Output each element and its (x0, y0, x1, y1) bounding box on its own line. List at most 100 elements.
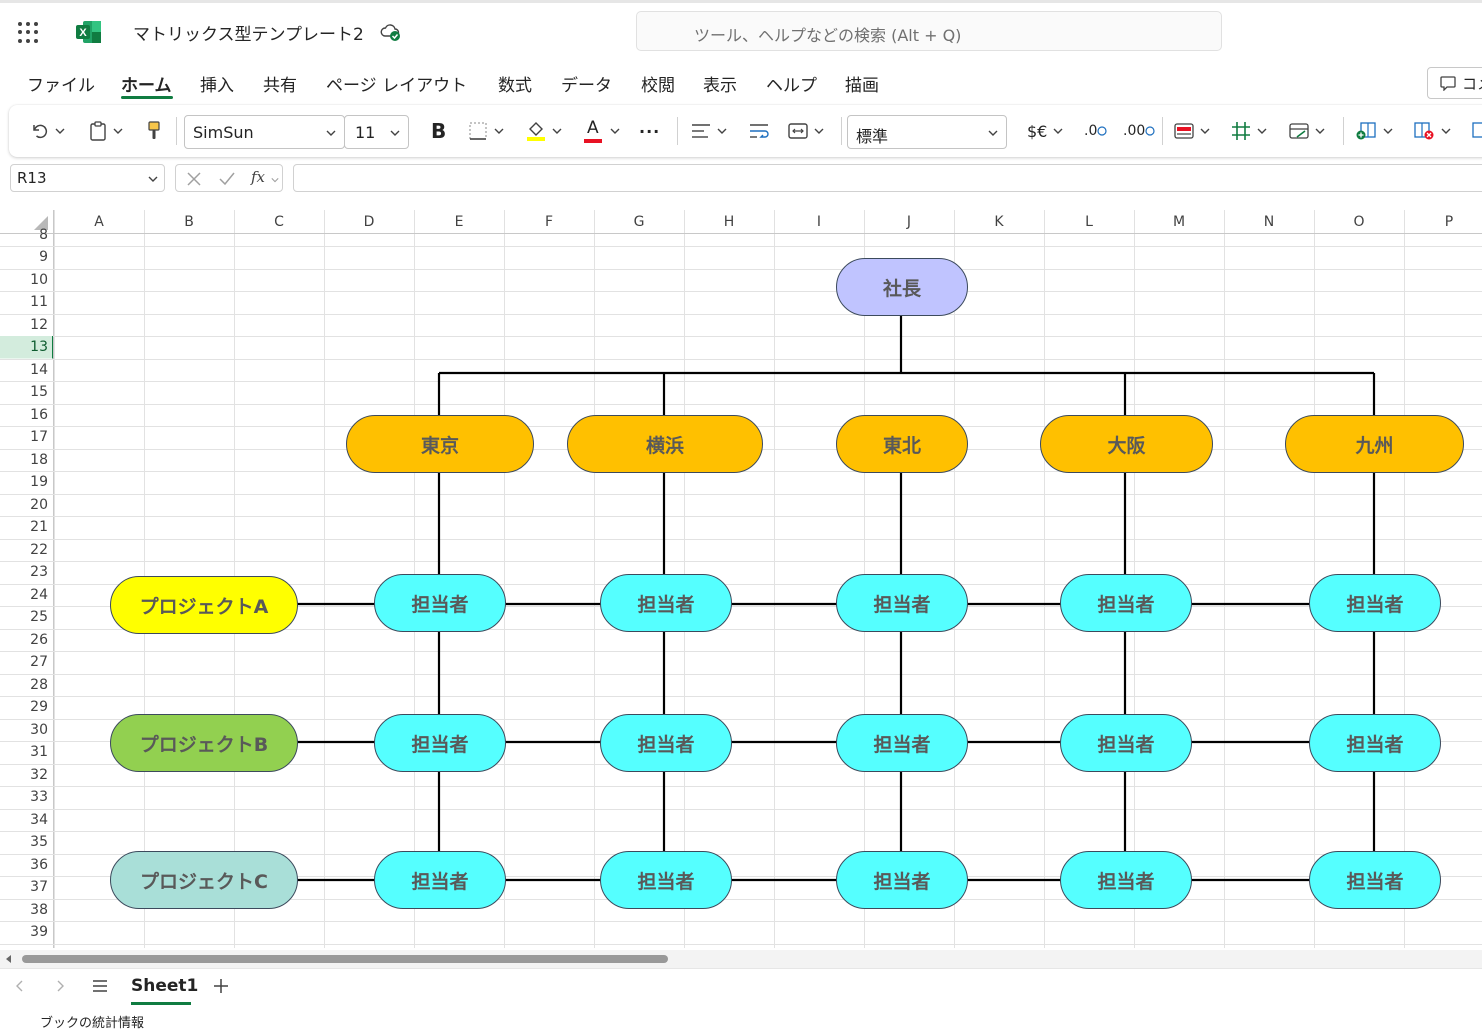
row-header[interactable]: 10 (30, 271, 48, 288)
tab-view[interactable]: 表示 (703, 76, 737, 96)
row-header[interactable]: 9 (39, 249, 48, 265)
currency-format-button[interactable]: $€ (1027, 105, 1063, 157)
column-header[interactable]: P (1444, 214, 1454, 230)
row-header[interactable]: 31 (30, 744, 48, 760)
row-header[interactable]: 39 (30, 924, 48, 940)
tab-insert[interactable]: 挿入 (200, 76, 234, 96)
font-name-select[interactable]: SimSun (184, 115, 345, 149)
format-painter-button[interactable] (146, 105, 162, 157)
borders-button[interactable] (468, 105, 504, 157)
row-header[interactable]: 28 (30, 676, 48, 693)
add-sheet-icon[interactable] (213, 978, 229, 994)
row-header[interactable]: 35 (30, 834, 48, 850)
scroll-left-icon[interactable] (4, 954, 14, 964)
row-header[interactable]: 17 (30, 429, 48, 445)
column-header[interactable]: H (723, 214, 735, 230)
tab-data[interactable]: データ (561, 76, 612, 96)
row-header[interactable]: 29 (30, 699, 48, 715)
row-header[interactable]: 21 (30, 519, 48, 535)
region-node-tohoku[interactable]: 東北 (836, 415, 968, 473)
tab-help[interactable]: ヘルプ (766, 76, 817, 96)
region-node-osaka[interactable]: 大阪 (1040, 415, 1213, 473)
tab-review[interactable]: 校閲 (641, 76, 675, 96)
cancel-icon[interactable] (186, 171, 202, 187)
row-header[interactable]: 8 (39, 227, 48, 243)
column-header[interactable]: N (1263, 214, 1275, 230)
wrap-text-button[interactable] (749, 105, 769, 157)
member-node[interactable]: 担当者 (1309, 851, 1441, 909)
column-header[interactable]: G (633, 214, 645, 230)
member-node[interactable]: 担当者 (1309, 574, 1441, 632)
row-header[interactable]: 19 (30, 474, 48, 490)
president-node[interactable]: 社長 (836, 258, 968, 316)
undo-button[interactable] (29, 105, 65, 157)
row-header[interactable]: 15 (30, 384, 48, 400)
horizontal-align-button[interactable] (691, 105, 727, 157)
format-as-table-button[interactable] (1231, 105, 1267, 157)
row-header[interactable]: 27 (30, 654, 48, 670)
merge-cells-button[interactable] (788, 105, 824, 157)
enter-check-icon[interactable] (218, 171, 236, 187)
column-header[interactable]: J (906, 214, 912, 230)
app-launcher-icon[interactable] (18, 22, 40, 44)
region-node-yokohama[interactable]: 横浜 (567, 415, 763, 473)
fill-color-button[interactable] (526, 105, 562, 157)
member-node[interactable]: 担当者 (1060, 574, 1192, 632)
row-header[interactable]: 18 (30, 451, 48, 468)
cloud-saved-icon[interactable] (380, 22, 402, 42)
member-node[interactable]: 担当者 (374, 714, 506, 772)
tab-home[interactable]: ホーム (121, 76, 172, 96)
row-header[interactable]: 33 (30, 789, 48, 805)
formula-input[interactable] (293, 164, 1482, 192)
horizontal-scrollbar[interactable] (0, 950, 1482, 968)
font-size-select[interactable]: 11 (344, 115, 409, 149)
decrease-decimal-button[interactable]: .00 (1123, 105, 1155, 157)
column-header[interactable]: D (363, 214, 375, 230)
row-header[interactable]: 24 (30, 586, 48, 603)
row-header[interactable]: 11 (30, 294, 48, 310)
tab-page-layout[interactable]: ページ レイアウト (326, 76, 468, 96)
member-node[interactable]: 担当者 (1060, 714, 1192, 772)
member-node[interactable]: 担当者 (1309, 714, 1441, 772)
insert-cells-button[interactable] (1355, 105, 1393, 157)
project-node-c[interactable]: プロジェクトC (110, 851, 298, 909)
delete-cells-button[interactable] (1413, 105, 1451, 157)
column-header[interactable]: O (1353, 214, 1365, 230)
row-header[interactable]: 23 (30, 564, 48, 580)
member-node[interactable]: 担当者 (600, 714, 732, 772)
sheet-tab-sheet1[interactable]: Sheet1 (131, 976, 199, 996)
search-input[interactable]: ツール、ヘルプなどの検索 (Alt + Q) (636, 11, 1222, 51)
column-header[interactable]: L (1085, 214, 1093, 230)
column-header[interactable]: C (274, 214, 284, 230)
row-header[interactable]: 37 (30, 879, 48, 895)
column-header[interactable]: I (816, 214, 822, 230)
column-header[interactable]: A (94, 214, 104, 230)
row-header[interactable]: 16 (30, 406, 48, 423)
tab-formulas[interactable]: 数式 (498, 76, 532, 96)
more-font-options-button[interactable]: ··· (639, 121, 661, 141)
row-header[interactable]: 25 (30, 609, 48, 625)
increase-decimal-button[interactable]: .0 (1084, 105, 1107, 157)
tab-share[interactable]: 共有 (263, 76, 297, 96)
comments-button[interactable]: コメ (1427, 67, 1482, 99)
horizontal-scroll-thumb[interactable] (22, 955, 668, 963)
row-header[interactable]: 22 (30, 541, 48, 558)
project-node-a[interactable]: プロジェクトA (110, 576, 298, 634)
row-header[interactable]: 38 (30, 901, 48, 918)
project-node-b[interactable]: プロジェクトB (110, 714, 298, 772)
row-header[interactable]: 30 (30, 721, 48, 738)
row-header[interactable]: 34 (30, 811, 48, 828)
member-node[interactable]: 担当者 (1060, 851, 1192, 909)
document-title[interactable]: マトリックス型テンプレート2 (133, 25, 364, 45)
bold-button[interactable]: B (431, 119, 447, 143)
number-format-select[interactable]: 標準 (847, 115, 1007, 149)
font-color-button[interactable]: A (584, 105, 620, 157)
member-node[interactable]: 担当者 (374, 851, 506, 909)
conditional-formatting-button[interactable] (1174, 105, 1210, 157)
paste-button[interactable] (89, 105, 123, 157)
cell-styles-button[interactable] (1289, 105, 1325, 157)
column-header[interactable]: B (184, 214, 194, 230)
member-node[interactable]: 担当者 (836, 851, 968, 909)
row-header[interactable]: 20 (30, 496, 48, 513)
format-cells-button[interactable] (1469, 105, 1482, 157)
